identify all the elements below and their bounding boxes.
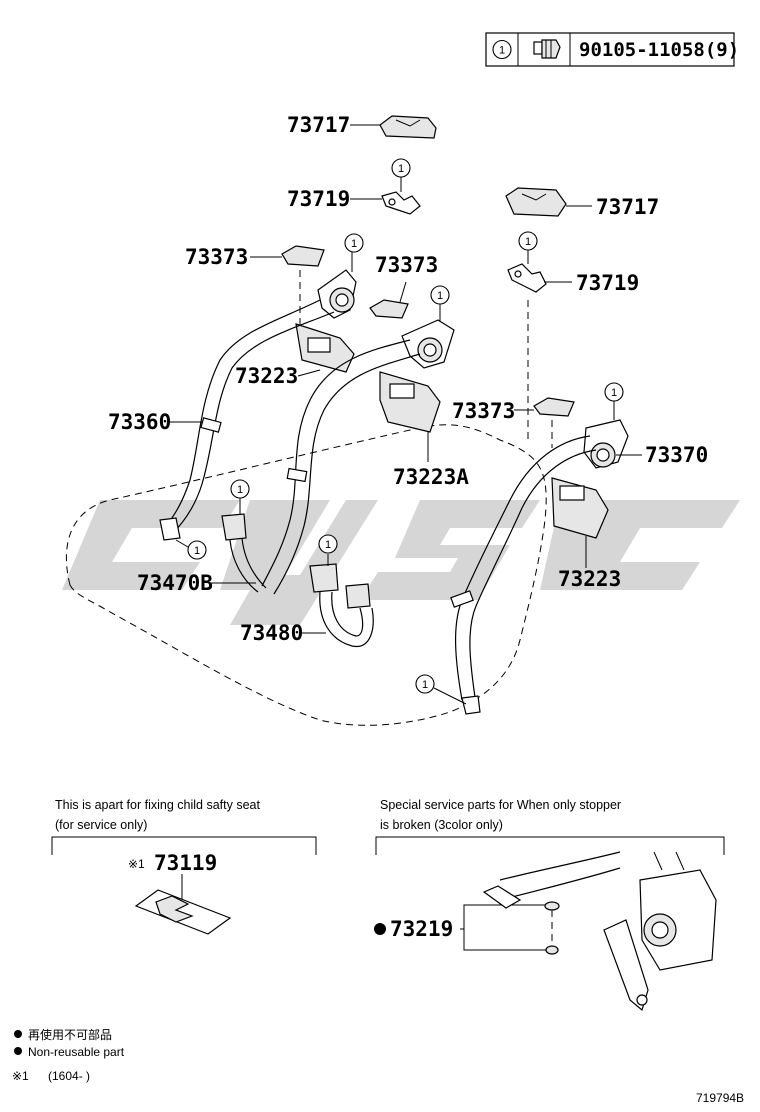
ref-marker-label: 1	[351, 238, 357, 250]
ref-marker	[187, 540, 207, 560]
buckle-73480	[309, 563, 374, 648]
child-seat-note-line1: This is apart for fixing child safty sea…	[55, 798, 260, 812]
stopper-note-line1: Special service parts for When only stop…	[380, 798, 621, 812]
ref-marker	[344, 233, 364, 253]
callout-73717-left: 73717	[287, 113, 350, 137]
cap-73373-right	[533, 397, 575, 417]
belt-middle	[261, 339, 421, 595]
callout-73373-right: 73373	[452, 399, 515, 423]
clip-73719-right	[507, 263, 547, 293]
legend-en: Non-reusable part	[28, 1045, 125, 1059]
watermark	[62, 500, 740, 625]
callout-73480: 73480	[240, 621, 303, 645]
callout-73360: 73360	[108, 410, 171, 434]
upper-anchor-left	[317, 269, 357, 319]
ref-marker-label: 1	[325, 539, 331, 551]
bezel-73223-right	[551, 477, 609, 539]
retractor-73370	[583, 419, 629, 469]
buckle-73470B	[221, 513, 267, 593]
figure-id: 719794B	[696, 1091, 744, 1105]
stopper-assembly	[482, 851, 717, 1012]
ref-marker-label: 1	[422, 679, 428, 691]
ref-marker	[230, 479, 250, 499]
callout-73470B: 73470B	[137, 571, 213, 595]
ref-marker	[391, 158, 411, 178]
child-seat-note-prefix: ※1	[128, 857, 145, 871]
callout-73373-middle: 73373	[375, 253, 438, 277]
ref-marker-label: 1	[437, 290, 443, 302]
anchor-73119	[134, 889, 232, 935]
callout-73719-left: 73719	[287, 187, 350, 211]
cap-73373-middle	[369, 299, 409, 319]
callout-73223-left: 73223	[235, 364, 298, 388]
callout-73373-left: 73373	[185, 245, 248, 269]
stopper-note-line2: is broken (3color only)	[380, 818, 503, 832]
ref-marker	[492, 39, 512, 60]
callout-73119: 73119	[154, 851, 217, 875]
legend-bullet-en	[14, 1047, 22, 1055]
bezel-73223-left	[295, 323, 355, 373]
non-reusable-mark	[374, 923, 386, 935]
ref-marker-label: 1	[398, 163, 404, 175]
legend-note-range: (1604- )	[48, 1069, 90, 1083]
ref-marker-label: 1	[194, 545, 200, 557]
ref-marker	[604, 382, 624, 402]
cover-73717-right	[505, 187, 567, 217]
bezel-73223A	[379, 371, 441, 433]
ref-marker-label: 1	[237, 484, 243, 496]
callout-73219: 73219	[390, 917, 453, 941]
ref-marker	[518, 231, 538, 251]
callout-73719-right: 73719	[576, 271, 639, 295]
clip-73719-left	[381, 191, 421, 215]
upper-anchor-middle	[401, 319, 455, 369]
bolt-table: 1 90105-11058(9)	[485, 32, 739, 67]
callout-73223A: 73223A	[393, 465, 469, 489]
legend-jp: 再使用不可部品	[28, 1027, 112, 1042]
ref-marker	[430, 285, 450, 305]
seat-outline	[65, 424, 547, 726]
legend-bullet-jp	[14, 1030, 22, 1038]
belt-73360	[159, 299, 335, 541]
belt-right	[450, 435, 597, 715]
legend-note-mark: ※1	[12, 1069, 29, 1083]
ref-marker-label: 1	[499, 45, 505, 57]
ref-marker	[318, 534, 338, 554]
child-seat-note-line2: (for service only)	[55, 818, 147, 832]
ref-marker	[415, 674, 435, 694]
cap-73373-left	[281, 245, 325, 267]
callout-73223-right: 73223	[558, 567, 621, 591]
ref-marker-label: 1	[525, 236, 531, 248]
cover-73717-left	[379, 115, 437, 139]
callout-73717-right: 73717	[596, 195, 659, 219]
bolt-icon	[533, 39, 561, 59]
ref-marker-label: 1	[611, 387, 617, 399]
bolt-part-number: 90105-11058(9)	[579, 39, 739, 61]
callout-73370: 73370	[645, 443, 708, 467]
